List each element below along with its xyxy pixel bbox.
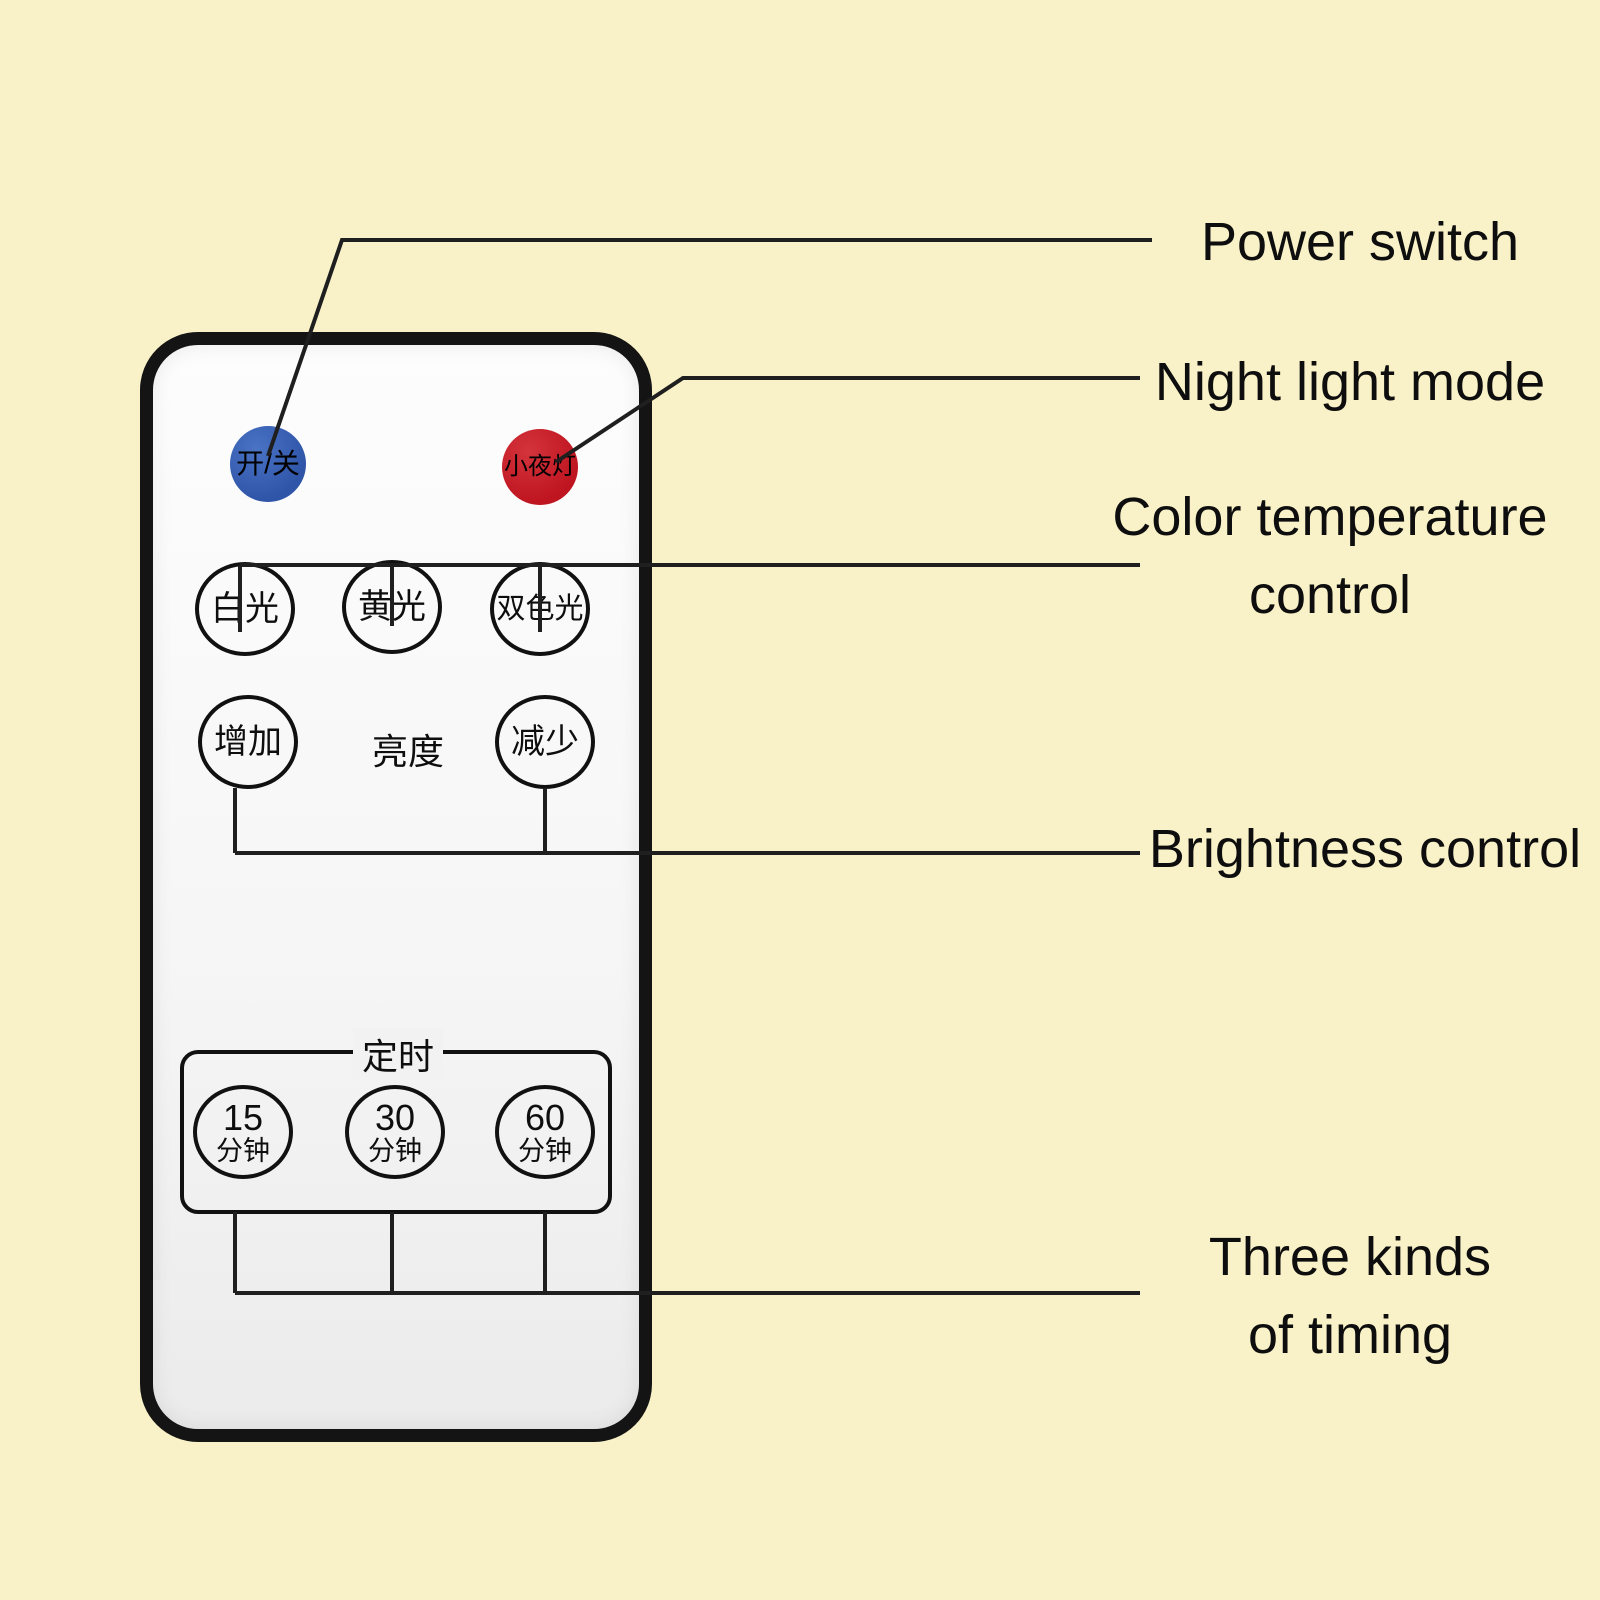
timer-15min-button: 15 分钟 xyxy=(193,1085,293,1179)
dual-color-light-button-label: 双色光 xyxy=(496,592,584,625)
annotation-color-temperature-line1: Color temperature xyxy=(1112,487,1548,547)
annotation-brightness-control: Brightness control xyxy=(1148,819,1582,879)
night-light-button-label: 小夜灯 xyxy=(504,453,576,480)
annotation-three-kinds-of-timing: Three kinds of timing xyxy=(1140,1218,1560,1374)
annotation-timing-line2: of timing xyxy=(1247,1305,1453,1365)
annotation-timing-line1: Three kinds xyxy=(1208,1227,1492,1287)
remote-control: 开/关 小夜灯 白光 黄光 双色光 增加 亮度 减少 定时 15 分钟 30 分… xyxy=(140,332,652,1442)
white-light-button: 白光 xyxy=(195,562,295,656)
timer-15min-unit: 分钟 xyxy=(216,1135,270,1166)
annotation-power-switch: Power switch xyxy=(1200,212,1520,272)
night-light-button: 小夜灯 xyxy=(502,429,578,505)
power-button: 开/关 xyxy=(230,426,306,502)
timer-section-title: 定时 xyxy=(353,1028,443,1080)
brightness-decrease-label: 减少 xyxy=(511,723,579,761)
brightness-increase-label: 增加 xyxy=(214,723,282,761)
timer-60min-value: 60 xyxy=(524,1096,566,1138)
timer-60min-button: 60 分钟 xyxy=(495,1085,595,1179)
timer-15min-value: 15 xyxy=(222,1096,264,1138)
yellow-light-button-label: 黄光 xyxy=(358,588,426,626)
timer-60min-unit: 分钟 xyxy=(518,1135,572,1166)
annotation-color-temperature-line2: control xyxy=(1248,565,1412,625)
brightness-decrease-button: 减少 xyxy=(495,695,595,789)
timer-30min-unit: 分钟 xyxy=(368,1135,422,1166)
dual-color-light-button: 双色光 xyxy=(490,562,590,656)
annotation-color-temperature: Color temperature control xyxy=(1095,478,1565,634)
annotation-night-light-mode: Night light mode xyxy=(1154,352,1546,412)
brightness-increase-button: 增加 xyxy=(198,695,298,789)
power-button-label: 开/关 xyxy=(236,448,300,479)
white-light-button-label: 白光 xyxy=(211,590,279,628)
yellow-light-button: 黄光 xyxy=(342,560,442,654)
timer-30min-value: 30 xyxy=(374,1096,416,1138)
brightness-word: 亮度 xyxy=(371,731,444,772)
timer-30min-button: 30 分钟 xyxy=(345,1085,445,1179)
